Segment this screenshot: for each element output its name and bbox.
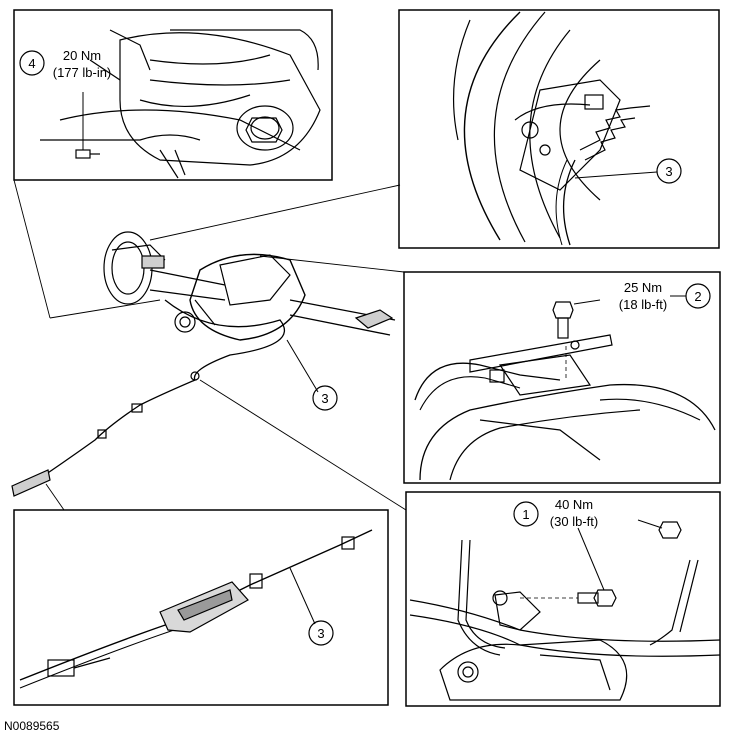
callout-4-torque-nm: 20 Nm <box>63 48 101 63</box>
rear-axle-overview: 3 <box>11 179 407 511</box>
callout-2-number: 2 <box>694 289 701 304</box>
bolt-icon <box>658 521 682 539</box>
detail-panel-bracket-bolt-2: 25 Nm (18 lb-ft) 2 <box>403 271 721 484</box>
callout-1: 1 40 Nm (30 lb-ft) <box>513 497 598 529</box>
detail-panel-bracket-bolt-1: 1 40 Nm (30 lb-ft) <box>405 491 721 707</box>
callout-4: 4 20 Nm (177 lb-in) <box>19 48 112 80</box>
callout-3-center: 3 <box>312 385 338 411</box>
detail-panel-backing-plate: 3 <box>398 9 720 249</box>
cable-boot-spring <box>579 105 651 161</box>
callout-3-top: 3 <box>656 158 682 184</box>
callout-4-number: 4 <box>28 56 35 71</box>
detail-panel-bracket-bolt: 4 20 Nm (177 lb-in) <box>13 9 333 181</box>
callout-1-torque-nm: 40 Nm <box>555 497 593 512</box>
cable-connector <box>159 573 263 633</box>
figure-id: N0089565 <box>4 719 60 733</box>
callout-2: 25 Nm (18 lb-ft) 2 <box>619 280 711 312</box>
bolt-icon <box>552 301 574 339</box>
callout-2-torque-imperial: (18 lb-ft) <box>619 297 667 312</box>
callout-3-top-number: 3 <box>665 164 672 179</box>
callout-1-number: 1 <box>522 507 529 522</box>
callout-3-bottom: 3 <box>308 620 334 646</box>
callout-1-torque-imperial: (30 lb-ft) <box>550 514 598 529</box>
callout-2-torque-nm: 25 Nm <box>624 280 662 295</box>
callout-3-center-number: 3 <box>321 391 328 406</box>
callout-3-bottom-number: 3 <box>317 626 324 641</box>
callout-4-torque-imperial: (177 lb-in) <box>53 65 112 80</box>
detail-panel-cable: 3 <box>13 509 389 706</box>
